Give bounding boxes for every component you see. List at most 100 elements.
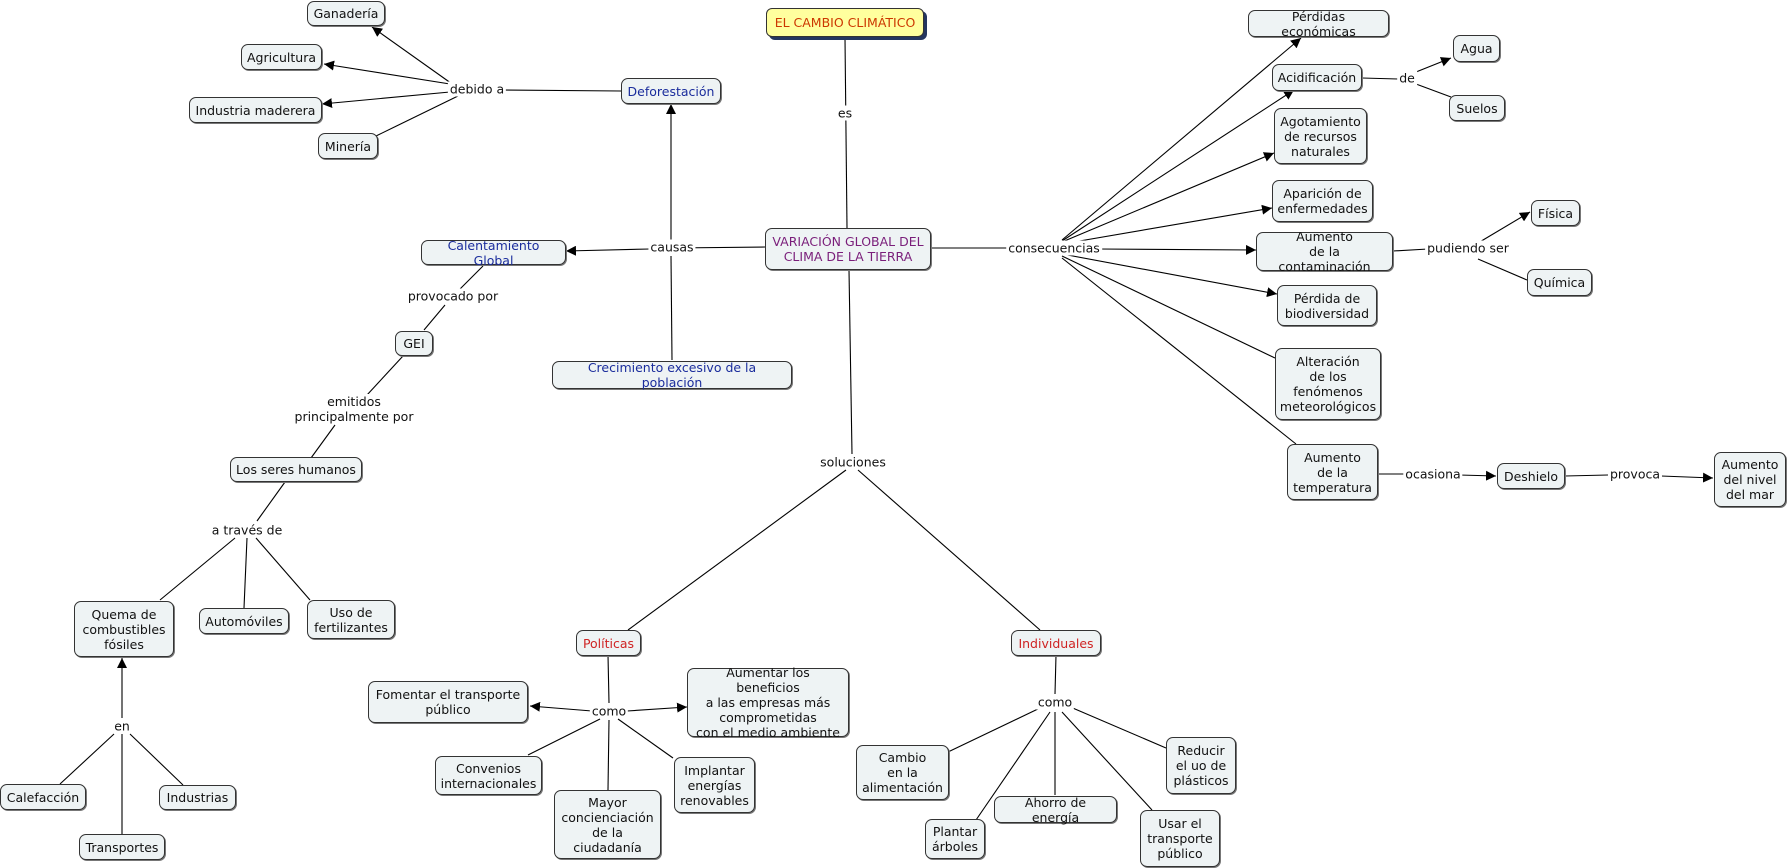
line-debido-agricultura (323, 60, 451, 85)
acidificacion-node[interactable]: Acidificación (1272, 64, 1362, 91)
link-label-de: de (1397, 70, 1417, 86)
fisica-node[interactable]: Física (1531, 200, 1580, 226)
link-label-ocasiona: ocasiona (1403, 466, 1463, 482)
line-debido-mineria (375, 95, 459, 137)
concienciacion-node[interactable]: Mayor concienciación de la ciudadanía (554, 790, 661, 859)
line-causas-calentamiento (565, 245, 651, 256)
link-label-emitidos: emitidos principalmente por (292, 394, 416, 424)
line-cons-perdidas (1061, 37, 1302, 241)
ahorro-energia-node[interactable]: Ahorro de energía (994, 795, 1117, 825)
alteracion-node[interactable]: Alteración de los fenómenos meteorológic… (1275, 348, 1381, 420)
transportes-node[interactable]: Transportes (79, 834, 165, 860)
line-atraves-fertilizantes (255, 537, 311, 601)
plantar-arboles-node[interactable]: Plantar árboles (925, 819, 985, 859)
quimica-node[interactable]: Química (1527, 269, 1592, 296)
deshielo-node[interactable]: Deshielo (1497, 463, 1565, 489)
line-deforestacion-debido (495, 89, 622, 92)
line-provoca-nivel (1660, 472, 1714, 483)
line-gei-emitidos (366, 355, 404, 396)
agotamiento-node[interactable]: Agotamiento de recursos naturales (1274, 108, 1367, 164)
link-label-es: es (835, 105, 855, 121)
line-cons-temperatura (1061, 257, 1297, 445)
biodiversidad-node[interactable]: Pérdida de biodiversidad (1277, 285, 1377, 326)
line-como-beneficios (626, 702, 688, 713)
line-de-agua (1415, 57, 1452, 73)
calefaccion-node[interactable]: Calefacción (0, 784, 86, 810)
line-como-alimentacion (947, 707, 1041, 753)
line-como-convenios (527, 718, 601, 756)
line-debido-ganaderia (371, 26, 456, 87)
crecimiento-node[interactable]: Crecimiento excesivo de la población (552, 360, 792, 390)
line-pudiendo-quimica (1477, 258, 1528, 281)
convenios-node[interactable]: Convenios internacionales (435, 756, 542, 795)
title-node[interactable]: EL CAMBIO CLIMÁTICO (766, 8, 924, 37)
aumentar-beneficios-node[interactable]: Aumentar los beneficios a las empresas m… (687, 665, 849, 740)
line-emitidos-seres (310, 424, 336, 459)
line-es (844, 37, 848, 229)
fertilizantes-node[interactable]: Uso de fertilizantes (307, 600, 395, 639)
link-label-provoca: provoca (1607, 466, 1663, 482)
industria-maderera-node[interactable]: Industria maderera (189, 97, 322, 123)
line-cons-alteracion (1061, 255, 1276, 359)
link-label-consecuencias: consecuencias (1006, 240, 1102, 256)
suelos-node[interactable]: Suelos (1449, 95, 1505, 121)
individuales-node[interactable]: Individuales (1011, 630, 1101, 656)
link-label-como-individuales: como (1035, 694, 1075, 710)
temperatura-node[interactable]: Aumento de la temperatura (1287, 444, 1378, 500)
line-seres-atraves (256, 481, 286, 522)
line-contam-pudiendo (1392, 248, 1429, 252)
link-label-provocado-por: provocado por (405, 288, 501, 304)
seres-humanos-node[interactable]: Los seres humanos (230, 457, 362, 482)
line-deshielo-provoca (1564, 474, 1609, 477)
automoviles-node[interactable]: Automóviles (199, 608, 289, 634)
mineria-node[interactable]: Minería (318, 133, 378, 159)
reducir-plastico-node[interactable]: Reducir el uo de plásticos (1166, 737, 1236, 794)
line-de-suelos (1415, 83, 1452, 98)
line-en-calefaccion (59, 733, 115, 785)
perdidas-economicas-node[interactable]: Pérdidas económicas (1248, 9, 1389, 39)
quema-node[interactable]: Quema de combustibles fósiles (74, 601, 174, 657)
line-cons-contaminacion (1097, 244, 1257, 255)
deforestacion-node[interactable]: Deforestación (621, 78, 721, 104)
line-calentamiento-provocado (459, 265, 484, 290)
line-provocado-gei (423, 304, 446, 331)
line-cons-agotamiento (1061, 152, 1275, 243)
line-center-soluciones (848, 269, 853, 455)
line-cons-biodiversidad (1061, 253, 1278, 298)
line-como-fomentar (529, 701, 593, 712)
line-atraves-quema (159, 537, 236, 601)
line-acid-de (1361, 77, 1399, 80)
gei-node[interactable]: GEI (395, 331, 433, 356)
line-como-plasticos (1067, 705, 1167, 749)
politicas-node[interactable]: Políticas (576, 630, 641, 656)
line-ocasiona-deshielo (1458, 470, 1497, 481)
enfermedades-node[interactable]: Aparición de enfermedades (1272, 180, 1373, 222)
line-soluciones-politicas (627, 469, 847, 631)
energias-node[interactable]: Implantar energías renovables (674, 757, 755, 813)
calentamiento-node[interactable]: Calentamiento Global (421, 238, 566, 268)
nivel-mar-node[interactable]: Aumento del nivel del mar (1714, 452, 1786, 507)
fomentar-transporte-node[interactable]: Fomentar el transporte público (368, 681, 528, 723)
line-en-industrias (129, 733, 184, 786)
line-como-plantar (975, 711, 1051, 821)
line-como-usar (1061, 711, 1153, 811)
contaminacion-node[interactable]: Aumento de la contaminación (1256, 229, 1393, 274)
line-cons-enfermedades (1061, 204, 1273, 245)
center-node[interactable]: VARIACIÓN GLOBAL DEL CLIMA DE LA TIERRA (765, 228, 931, 270)
usar-transporte-node[interactable]: Usar el transporte público (1140, 810, 1220, 867)
industrias-node[interactable]: Industrias (159, 785, 236, 810)
ganaderia-node[interactable]: Ganadería (307, 1, 385, 26)
agua-node[interactable]: Agua (1453, 35, 1500, 62)
link-label-pudiendo-ser: pudiendo ser (1425, 240, 1511, 256)
link-label-causas: causas (648, 239, 696, 255)
line-soluciones-individuales (857, 469, 1041, 631)
link-label-en: en (112, 718, 132, 734)
line-pudiendo-fisica (1477, 211, 1531, 244)
line-cons-acidificacion (1061, 89, 1295, 242)
line-debido-maderera (321, 91, 451, 109)
agricultura-node[interactable]: Agricultura (241, 44, 322, 70)
alimentacion-node[interactable]: Cambio en la alimentación (856, 745, 949, 800)
link-label-debido-a: debido a (447, 81, 507, 97)
